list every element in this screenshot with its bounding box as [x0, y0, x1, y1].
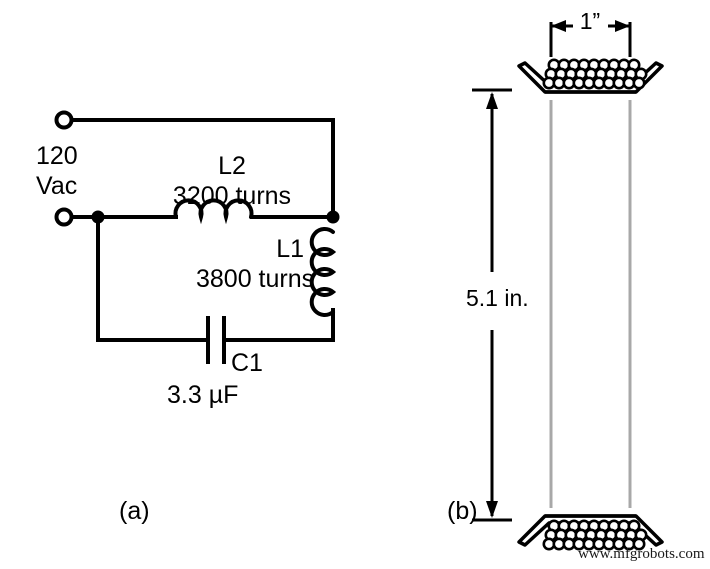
- inductor-l1-turns: 3800 turns: [196, 264, 315, 293]
- bobbin-height-dimension-label: 5.1 in.: [466, 285, 529, 311]
- dimension-height: [472, 88, 512, 522]
- panel-a-caption: (a): [119, 497, 150, 525]
- dim-width-arrowhead-left: [551, 20, 566, 32]
- terminal-top: [54, 110, 74, 130]
- winding-top: [542, 58, 648, 90]
- inductor-l2-turns: 3200 turns: [172, 181, 292, 210]
- watermark: www.mfgrobots.com: [578, 546, 705, 562]
- terminal-bottom: [54, 207, 74, 227]
- dim-height-arrowhead-bottom: [486, 501, 498, 518]
- capacitor-c1-value: 3.3 µF: [167, 381, 239, 409]
- capacitor-c1-name: C1: [231, 349, 263, 377]
- dim-height-arrowhead-top: [486, 92, 498, 109]
- dim-width-arrowhead-right: [615, 20, 630, 32]
- inductor-l1-symbol: [309, 227, 337, 317]
- panel-b-caption: (b): [447, 497, 478, 525]
- circuit-schematic: [70, 118, 335, 342]
- capacitor-c1-symbol: [206, 316, 226, 364]
- inductor-l2-name: L2: [218, 152, 246, 180]
- winding-bottom: [542, 519, 648, 551]
- inductor-l1-name: L1: [276, 235, 304, 263]
- inductor-l2-symbol: [173, 198, 254, 225]
- source-voltage-line1: 120: [36, 142, 78, 170]
- junction-dot-right: [326, 210, 340, 224]
- bobbin-width-dimension-label: 1”: [579, 8, 601, 34]
- bobbin-body: [549, 100, 632, 508]
- junction-dot-left: [91, 210, 105, 224]
- source-voltage-line2: Vac: [36, 171, 78, 200]
